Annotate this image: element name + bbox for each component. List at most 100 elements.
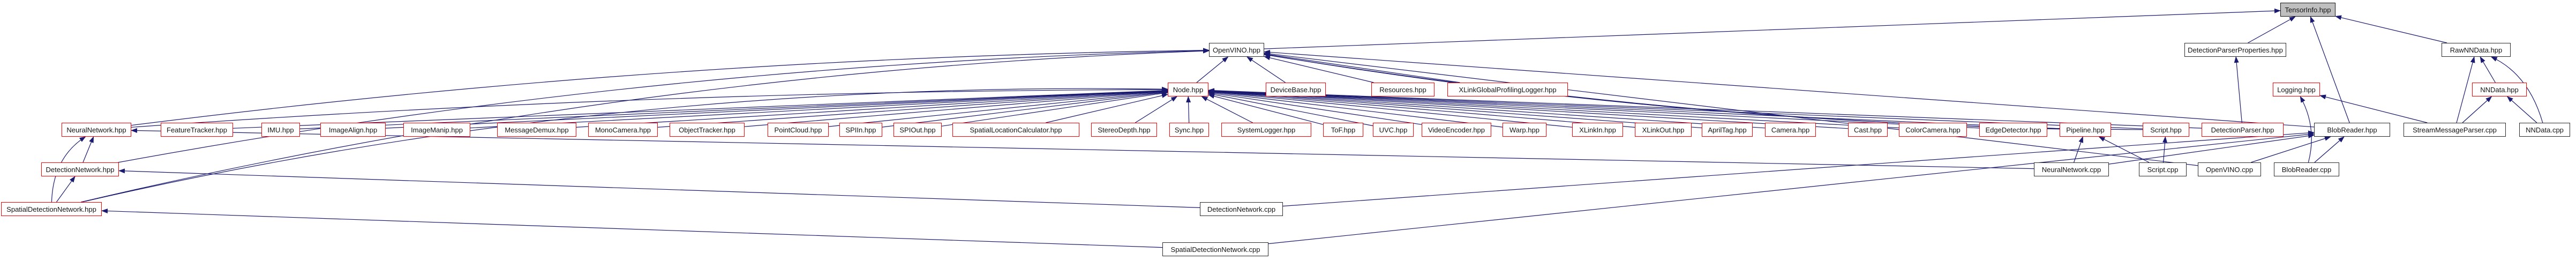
graph-node[interactable]: MessageDemux.hpp bbox=[497, 123, 576, 137]
graph-node[interactable]: NeuralNetwork.cpp bbox=[2034, 162, 2109, 176]
include-edge bbox=[1246, 56, 1286, 83]
graph-node[interactable]: IMU.hpp bbox=[261, 123, 300, 137]
graph-root-node: TensorInfo.hpp bbox=[2280, 3, 2335, 17]
include-edge bbox=[2314, 136, 2345, 163]
include-edge bbox=[2506, 96, 2537, 123]
graph-node[interactable]: EdgeDetector.hpp bbox=[1979, 123, 2047, 137]
include-edge bbox=[1208, 88, 1980, 129]
graph-node[interactable]: SystemLogger.hpp bbox=[1221, 123, 1311, 137]
graph-node[interactable]: UVC.hpp bbox=[1373, 123, 1414, 137]
graph-node[interactable]: NNData.cpp bbox=[2519, 123, 2570, 137]
include-edge bbox=[2319, 94, 2428, 123]
graph-node[interactable]: AprilTag.hpp bbox=[1702, 123, 1753, 137]
graph-node[interactable]: Sync.hpp bbox=[1169, 123, 1209, 137]
include-edge bbox=[941, 91, 1168, 127]
include-edge bbox=[1135, 96, 1178, 123]
include-edge bbox=[1264, 51, 2198, 166]
include-edge bbox=[131, 128, 2034, 169]
graph-node[interactable]: XLinkOut.hpp bbox=[1635, 123, 1692, 137]
graph-node[interactable]: DetectionNetwork.cpp bbox=[1200, 202, 1283, 216]
graph-node[interactable]: DetectionNetwork.hpp bbox=[41, 162, 119, 176]
graph-node[interactable]: Node.hpp bbox=[1168, 83, 1208, 96]
include-edge bbox=[232, 88, 1168, 129]
include-edge bbox=[1208, 90, 1573, 128]
include-edge bbox=[2251, 136, 2331, 163]
graph-node[interactable]: RawNNData.hpp bbox=[2442, 43, 2511, 57]
include-edge bbox=[81, 86, 1168, 203]
graph-node[interactable]: ImageAlign.hpp bbox=[320, 123, 386, 137]
graph-node[interactable]: Resources.hpp bbox=[1371, 83, 1435, 96]
graph-node[interactable]: XLinkIn.hpp bbox=[1572, 123, 1623, 137]
include-edge bbox=[2462, 96, 2492, 123]
graph-node[interactable]: BlobReader.hpp bbox=[2314, 123, 2390, 137]
include-edge bbox=[2310, 16, 2350, 123]
graph-node[interactable]: Script.hpp bbox=[2143, 123, 2189, 137]
include-edge bbox=[1208, 92, 1373, 127]
graph-node[interactable]: ToF.hpp bbox=[1323, 123, 1363, 137]
include-edge bbox=[2335, 15, 2447, 43]
include-edge bbox=[470, 88, 1168, 129]
include-edge bbox=[2480, 56, 2496, 83]
graph-node[interactable]: SpatialLocationCalculator.hpp bbox=[952, 123, 1079, 137]
include-edge bbox=[1208, 88, 1766, 129]
graph-node[interactable]: VideoEncoder.hpp bbox=[1422, 123, 1491, 137]
include-edge bbox=[1264, 8, 2281, 49]
graph-node[interactable]: NeuralNetwork.hpp bbox=[62, 123, 131, 137]
graph-node[interactable]: OpenVINO.hpp bbox=[1209, 43, 1264, 57]
graph-node[interactable]: StereoDepth.hpp bbox=[1091, 123, 1157, 137]
graph-node[interactable]: SpatialDetectionNetwork.hpp bbox=[1, 202, 102, 216]
include-edge bbox=[1208, 91, 1422, 125]
include-edge bbox=[1264, 55, 1374, 83]
graph-node[interactable]: PointCloud.hpp bbox=[768, 123, 829, 137]
graph-node[interactable]: Logging.hpp bbox=[2273, 83, 2320, 96]
include-edge bbox=[1208, 89, 1702, 129]
graph-node[interactable]: DeviceBase.hpp bbox=[1266, 83, 1326, 96]
graph-node[interactable]: SpatialDetectionNetwork.cpp bbox=[1162, 242, 1268, 256]
graph-node[interactable]: Script.cpp bbox=[2139, 162, 2187, 176]
include-edge bbox=[2108, 133, 2315, 165]
graph-node[interactable]: DetectionParserProperties.hpp bbox=[2184, 43, 2286, 57]
include-edge bbox=[131, 48, 1210, 126]
include-edge bbox=[1264, 52, 1460, 83]
graph-node[interactable]: MonoCamera.hpp bbox=[588, 123, 658, 137]
graph-node[interactable]: XLinkGlobalProfilingLogger.hpp bbox=[1447, 83, 1568, 96]
include-edge bbox=[118, 168, 1200, 208]
graph-node[interactable]: FeatureTracker.hpp bbox=[161, 123, 233, 137]
graph-node[interactable]: NNData.hpp bbox=[2472, 83, 2527, 96]
graph-node[interactable]: Pipeline.hpp bbox=[2060, 123, 2111, 137]
graph-node[interactable]: Warp.hpp bbox=[1503, 123, 1546, 137]
include-edge bbox=[82, 136, 94, 163]
include-edge bbox=[828, 90, 1168, 127]
include-edge bbox=[1208, 88, 2202, 129]
graph-node[interactable]: ImageManip.hpp bbox=[403, 123, 470, 137]
graph-node[interactable]: ObjectTracker.hpp bbox=[670, 123, 745, 137]
include-edge bbox=[1046, 93, 1168, 123]
include-edge bbox=[1264, 49, 2315, 128]
include-edge bbox=[2300, 96, 2312, 163]
graph-node[interactable]: Camera.hpp bbox=[1765, 123, 1816, 137]
graph-node[interactable]: Cast.hpp bbox=[1848, 123, 1888, 137]
graph-node[interactable]: DetectionParser.hpp bbox=[2202, 123, 2284, 137]
graph-node[interactable]: BlobReader.cpp bbox=[2274, 162, 2339, 176]
include-edge bbox=[576, 88, 1168, 128]
include-edge bbox=[385, 88, 1168, 129]
include-edge bbox=[1282, 130, 2315, 207]
include-edge bbox=[80, 48, 1210, 203]
include-edge bbox=[1196, 56, 1229, 83]
graph-node[interactable]: OpenVINO.cpp bbox=[2198, 162, 2261, 176]
include-edge bbox=[744, 89, 1168, 127]
include-edge bbox=[56, 176, 76, 203]
include-edge bbox=[1208, 88, 1899, 129]
graph-node[interactable]: SPIIn.hpp bbox=[839, 123, 882, 137]
graph-node[interactable]: SPIOut.hpp bbox=[893, 123, 942, 137]
include-edge bbox=[2490, 56, 2543, 123]
include-edge bbox=[1208, 88, 1849, 129]
graph-node[interactable]: ColorCamera.hpp bbox=[1899, 123, 1967, 137]
include-edge bbox=[2248, 16, 2296, 43]
include-edge bbox=[1186, 96, 1191, 123]
include-edge bbox=[118, 48, 1210, 163]
graph-node[interactable]: StreamMessageParser.cpp bbox=[2404, 123, 2506, 137]
include-edge bbox=[1268, 132, 2315, 244]
include-edge bbox=[657, 88, 1168, 128]
include-edge bbox=[1208, 90, 1503, 128]
